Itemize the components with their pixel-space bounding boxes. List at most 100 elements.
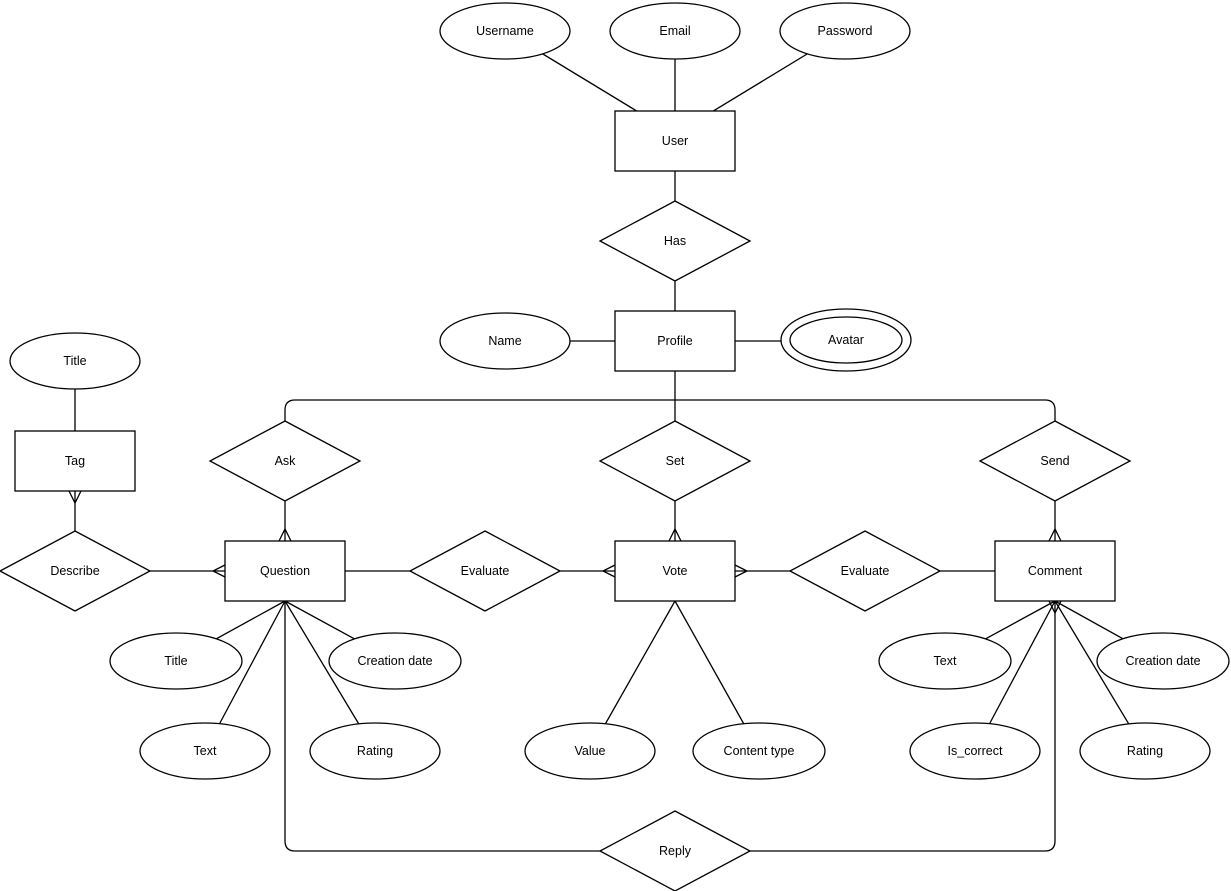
relationship-set-diamond xyxy=(598,420,752,502)
attribute-vote-value-ellipse xyxy=(524,722,656,780)
crowsfoot-tag-bottom-icon xyxy=(68,490,82,505)
attribute-comment-rating-label: Rating xyxy=(1127,744,1163,758)
entity-tag: Tag xyxy=(14,430,136,492)
entity-user-box xyxy=(614,110,736,172)
attribute-comment-text: Text xyxy=(878,632,1012,690)
relationship-evaluate-left-label: Evaluate xyxy=(461,564,510,578)
attribute-comment-is-correct-ellipse xyxy=(909,722,1041,780)
crowsfoot-question-left-icon xyxy=(211,564,226,578)
attribute-password-label: Password xyxy=(818,24,873,38)
crowsfoot-comment-top-icon xyxy=(1048,527,1062,542)
attribute-avatar-inner-ellipse xyxy=(789,316,903,364)
relationship-reply-label: Reply xyxy=(659,844,692,858)
attribute-email-ellipse xyxy=(609,2,741,60)
relationship-send: Send xyxy=(978,420,1132,502)
entity-vote-box xyxy=(614,540,736,602)
entity-vote: Vote xyxy=(614,540,736,602)
attribute-name-ellipse xyxy=(439,312,571,370)
attribute-question-text: Text xyxy=(139,722,271,780)
entity-comment: Comment xyxy=(994,540,1116,602)
entity-tag-label: Tag xyxy=(65,454,85,468)
attribute-vote-value: Value xyxy=(524,722,656,780)
attribute-vote-value-label: Value xyxy=(574,744,605,758)
attribute-comment-rating: Rating xyxy=(1079,722,1211,780)
relationship-send-diamond xyxy=(978,420,1132,502)
relationship-reply: Reply xyxy=(598,810,752,891)
entity-question: Question xyxy=(224,540,346,602)
edge-question-reply xyxy=(284,601,675,852)
attribute-password: Password xyxy=(779,2,911,60)
relationship-describe: Describe xyxy=(0,530,152,612)
attribute-comment-creation-date-ellipse xyxy=(1096,632,1230,690)
crowsfoot-vote-top-icon xyxy=(668,527,682,542)
entity-comment-box xyxy=(994,540,1116,602)
entity-profile: Profile xyxy=(614,310,736,372)
attribute-question-text-label: Text xyxy=(194,744,217,758)
attribute-email-label: Email xyxy=(659,24,690,38)
entity-question-box xyxy=(224,540,346,602)
entity-user: User xyxy=(614,110,736,172)
entity-profile-label: Profile xyxy=(657,334,692,348)
relationship-evaluate-left: Evaluate xyxy=(408,530,562,612)
relationship-has: Has xyxy=(598,200,752,282)
attribute-name: Name xyxy=(439,312,571,370)
relationship-set-label: Set xyxy=(666,454,685,468)
attribute-vote-content-type-ellipse xyxy=(692,722,826,780)
entity-user-label: User xyxy=(662,134,688,148)
entity-vote-label: Vote xyxy=(662,564,687,578)
attribute-username-label: Username xyxy=(476,24,534,38)
relationship-describe-diamond xyxy=(0,530,152,612)
crowsfoot-vote-right-icon xyxy=(734,564,749,578)
attribute-comment-is-correct: Is_correct xyxy=(909,722,1041,780)
attribute-tag-title-label: Title xyxy=(63,354,86,368)
crowsfoot-question-top-icon xyxy=(278,527,292,542)
attribute-password-ellipse xyxy=(779,2,911,60)
relationship-set: Set xyxy=(598,420,752,502)
relationship-has-label: Has xyxy=(664,234,686,248)
attribute-avatar-label: Avatar xyxy=(828,333,864,347)
attribute-question-title-ellipse xyxy=(109,632,243,690)
attribute-name-label: Name xyxy=(488,334,521,348)
entity-comment-label: Comment xyxy=(1028,564,1083,578)
attribute-tag-title: Title xyxy=(9,332,141,390)
relationship-evaluate-left-diamond xyxy=(408,530,562,612)
entity-tag-box xyxy=(14,430,136,492)
relationship-send-label: Send xyxy=(1040,454,1069,468)
entity-question-label: Question xyxy=(260,564,310,578)
attribute-vote-content-type-label: Content type xyxy=(724,744,795,758)
relationship-ask-diamond xyxy=(208,420,362,502)
attribute-question-title: Title xyxy=(109,632,243,690)
entity-profile-box xyxy=(614,310,736,372)
attribute-avatar-multivalued: Avatar xyxy=(780,308,912,372)
relationship-ask: Ask xyxy=(208,420,362,502)
attribute-question-rating-label: Rating xyxy=(357,744,393,758)
attribute-question-rating-ellipse xyxy=(309,722,441,780)
relationship-describe-label: Describe xyxy=(50,564,99,578)
attribute-question-creation-date-label: Creation date xyxy=(357,654,432,668)
relationship-ask-label: Ask xyxy=(275,454,297,468)
relationship-evaluate-right-label: Evaluate xyxy=(841,564,890,578)
attribute-comment-creation-date: Creation date xyxy=(1096,632,1230,690)
attribute-username-ellipse xyxy=(439,2,571,60)
edge-comment-reply xyxy=(675,601,1056,852)
relationship-reply-diamond xyxy=(598,810,752,891)
attribute-comment-creation-date-label: Creation date xyxy=(1125,654,1200,668)
attribute-email: Email xyxy=(609,2,741,60)
edge-profile-branch xyxy=(284,399,1056,421)
crowsfoot-markers xyxy=(68,490,1062,615)
attribute-question-rating: Rating xyxy=(309,722,441,780)
attribute-question-text-ellipse xyxy=(139,722,271,780)
attribute-username: Username xyxy=(439,2,571,60)
relationship-evaluate-right: Evaluate xyxy=(788,530,942,612)
attribute-comment-text-ellipse xyxy=(878,632,1012,690)
attribute-vote-content-type: Content type xyxy=(692,722,826,780)
attribute-comment-rating-ellipse xyxy=(1079,722,1211,780)
attribute-question-creation-date-ellipse xyxy=(328,632,462,690)
attribute-question-title-label: Title xyxy=(164,654,187,668)
attribute-comment-is-correct-label: Is_correct xyxy=(948,744,1003,758)
crowsfoot-comment-bottom-icon xyxy=(1048,600,1062,615)
relationship-has-diamond xyxy=(598,200,752,282)
